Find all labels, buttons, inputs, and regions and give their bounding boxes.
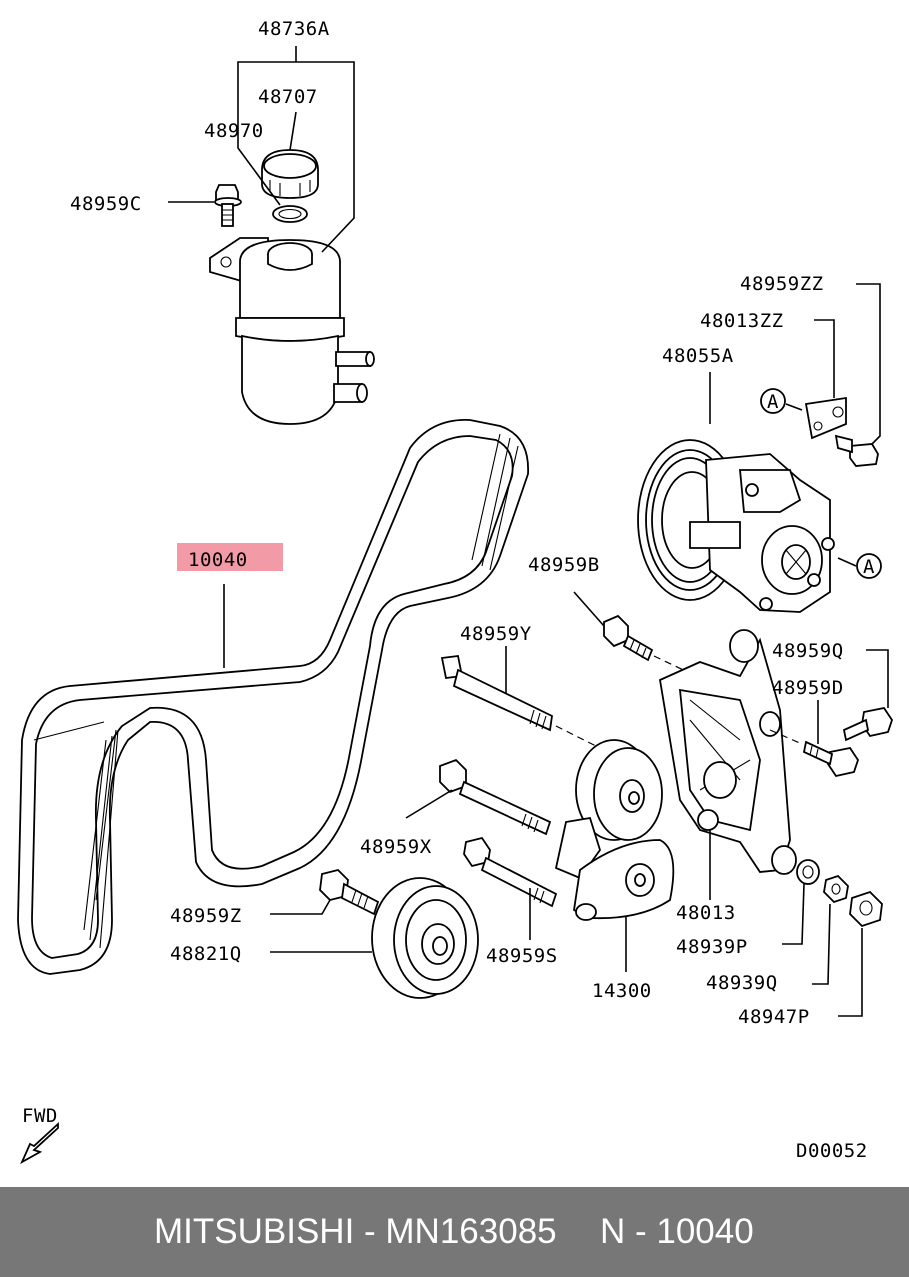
o-ring bbox=[272, 205, 308, 223]
label-diagram-code: D00052 bbox=[796, 1140, 868, 1162]
washer-48939q bbox=[812, 874, 849, 985]
marker-a-pump: A bbox=[837, 553, 882, 579]
belt-tensioner-14300 bbox=[554, 739, 675, 972]
svg-text:A: A bbox=[767, 391, 779, 413]
leader-48736a bbox=[237, 46, 355, 253]
label-10040: 10040 bbox=[188, 549, 248, 571]
bolt-48959zz bbox=[834, 283, 881, 467]
marker-a-plate: A bbox=[760, 388, 803, 414]
washer-48939p bbox=[782, 859, 820, 945]
nut-48947p bbox=[838, 890, 883, 1017]
label-48959b: 48959B bbox=[528, 554, 600, 576]
label-48959z: 48959Z bbox=[170, 905, 242, 927]
reservoir-cap bbox=[261, 149, 319, 199]
bolt-48959d bbox=[769, 700, 859, 778]
reservoir-assembly bbox=[168, 46, 375, 425]
svg-text:A: A bbox=[863, 556, 875, 578]
label-48947p: 48947P bbox=[738, 1006, 810, 1028]
power-steering-pump bbox=[637, 372, 835, 613]
label-48959d: 48959D bbox=[772, 677, 844, 699]
bolt-48959q bbox=[842, 649, 893, 742]
label-48959q: 48959Q bbox=[772, 640, 844, 662]
idler-pulley-48821q bbox=[270, 877, 479, 999]
bolt-48959s bbox=[463, 836, 558, 940]
footer-brand-part: MITSUBISHI - MN163085 bbox=[154, 1212, 557, 1251]
label-48959x: 48959X bbox=[360, 836, 432, 858]
label-48959s: 48959S bbox=[486, 945, 558, 967]
label-48055a: 48055A bbox=[662, 345, 734, 367]
label-48939q: 48939Q bbox=[706, 972, 778, 994]
label-48970: 48970 bbox=[204, 120, 264, 142]
label-14300: 14300 bbox=[592, 980, 652, 1002]
drive-belt bbox=[17, 419, 529, 975]
reservoir-tank bbox=[235, 239, 375, 425]
footer-bar: MITSUBISHI - MN163085 N - 10040 bbox=[0, 1187, 909, 1277]
label-48959y: 48959Y bbox=[460, 623, 532, 645]
fwd-arrow bbox=[20, 1121, 59, 1165]
label-48013zz: 48013ZZ bbox=[700, 310, 784, 332]
label-48707: 48707 bbox=[258, 86, 318, 108]
label-48959zz: 48959ZZ bbox=[740, 273, 824, 295]
bolt-48959z bbox=[270, 869, 380, 916]
parts-diagram: A A bbox=[17, 18, 893, 1165]
label-48959c: 48959C bbox=[70, 193, 142, 215]
pump-bracket bbox=[658, 629, 797, 900]
bolt-48959x bbox=[405, 758, 552, 836]
label-48939p: 48939P bbox=[676, 936, 748, 958]
label-48736a: 48736A bbox=[258, 18, 330, 40]
bracket-plate-48013zz bbox=[804, 319, 847, 440]
bolt-48959y bbox=[440, 646, 601, 749]
part-labels: 48736A 48707 48970 48959C 48959ZZ 48013Z… bbox=[22, 18, 868, 1162]
label-48821q: 48821Q bbox=[170, 943, 242, 965]
label-48013: 48013 bbox=[676, 902, 736, 924]
bolt-48959b bbox=[573, 591, 697, 677]
bolt-48959c bbox=[214, 184, 242, 227]
label-fwd: FWD bbox=[22, 1105, 58, 1127]
footer-reference: N - 10040 bbox=[600, 1212, 754, 1251]
highlight-10040 bbox=[177, 543, 283, 571]
